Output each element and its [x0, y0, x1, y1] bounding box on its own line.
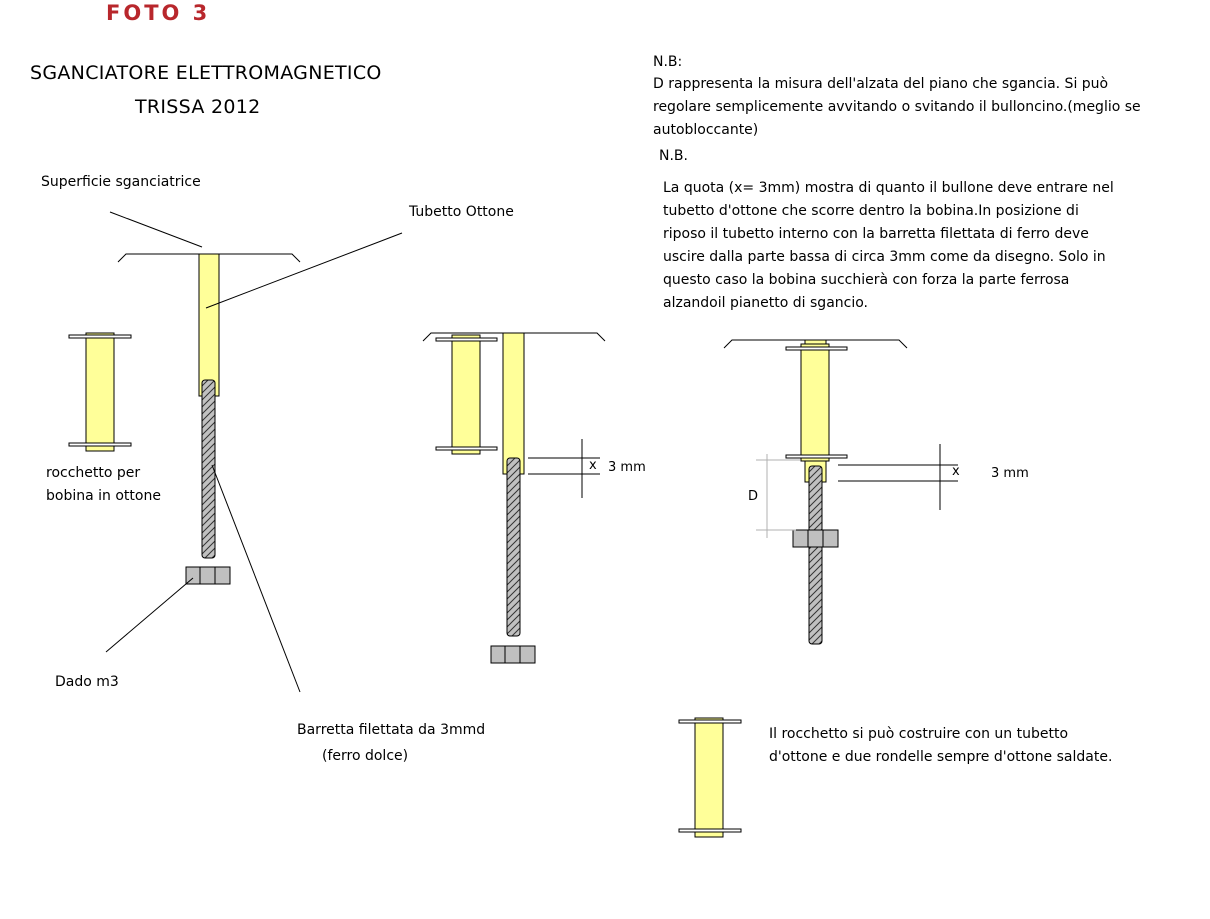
note-2-line: questo caso la bobina succhierà con forz…	[663, 272, 1070, 288]
brass-tube-2	[502, 332, 525, 475]
note-1-text: D rappresenta la misura dell'alzata del …	[653, 73, 1141, 142]
figure-2-rest	[422, 332, 606, 664]
dim-x-mark-2: x	[589, 458, 597, 473]
bottom-note-line-1: Il rocchetto si può costruire con un tub…	[769, 726, 1069, 742]
note-1-line: autobloccante)	[653, 122, 759, 138]
label-tubetto: Tubetto Ottone	[409, 204, 514, 220]
brass-tube-1	[198, 253, 220, 397]
dim-x-mark-3: x	[952, 464, 960, 479]
note-2-line: riposo il tubetto interno con la barrett…	[663, 226, 1089, 242]
note-1-line: D rappresenta la misura dell'alzata del …	[653, 76, 1109, 92]
dim-3mm-label-2: 3 mm	[608, 460, 646, 475]
note-1-line: regolare semplicemente avvitando o svita…	[653, 99, 1141, 115]
label-barretta-1: Barretta filettata da 3mmd	[297, 722, 486, 738]
dim-d-label: D	[748, 489, 759, 504]
figure-4-spool	[678, 717, 742, 838]
dimension-d	[756, 454, 800, 538]
label-rocchetto-2: bobina in ottone	[46, 488, 161, 504]
label-rocchetto-1: rocchetto per	[46, 465, 141, 481]
figure-3-lifted	[723, 339, 958, 645]
leader-barretta	[211, 464, 301, 693]
dimension-3mm-2	[528, 439, 600, 498]
bottom-note-line-2: d'ottone e due rondelle sempre d'ottone …	[769, 749, 1113, 765]
nut-3	[792, 529, 839, 548]
label-dado: Dado m3	[55, 674, 119, 690]
figure-1-exploded	[68, 211, 403, 693]
note-2-text: La quota (x= 3mm) mostra di quanto il bu…	[663, 177, 1114, 315]
drawing-subtitle: TRISSA 2012	[135, 96, 261, 118]
leader-superficie	[109, 211, 203, 248]
spool-2	[435, 334, 498, 455]
leader-tubetto	[205, 232, 403, 309]
photo-label: FOTO 3	[106, 1, 211, 25]
note-2-line: tubetto d'ottone che scorre dentro la bo…	[663, 203, 1079, 219]
threaded-rod-3	[808, 465, 823, 645]
note-2-heading: N.B.	[659, 148, 688, 164]
leader-dado	[105, 577, 194, 653]
spool-3	[785, 343, 848, 462]
dimension-3mm-3	[838, 444, 958, 510]
note-2-line: alzandoil pianetto di sgancio.	[663, 295, 869, 311]
note-2-line: La quota (x= 3mm) mostra di quanto il bu…	[663, 180, 1114, 196]
threaded-rod-1	[201, 379, 216, 559]
nut-2	[490, 645, 536, 664]
dim-3mm-label-3: 3 mm	[991, 466, 1029, 481]
note-1-heading: N.B:	[653, 54, 683, 70]
nut-1	[185, 566, 231, 585]
threaded-rod-2	[506, 457, 521, 637]
spool-1	[68, 332, 132, 452]
label-barretta-2: (ferro dolce)	[322, 748, 409, 764]
label-superficie: Superficie sganciatrice	[41, 174, 201, 190]
drawing-title: SGANCIATORE ELETTROMAGNETICO	[30, 62, 382, 84]
note-2-line: uscire dalla parte bassa di circa 3mm co…	[663, 249, 1106, 265]
